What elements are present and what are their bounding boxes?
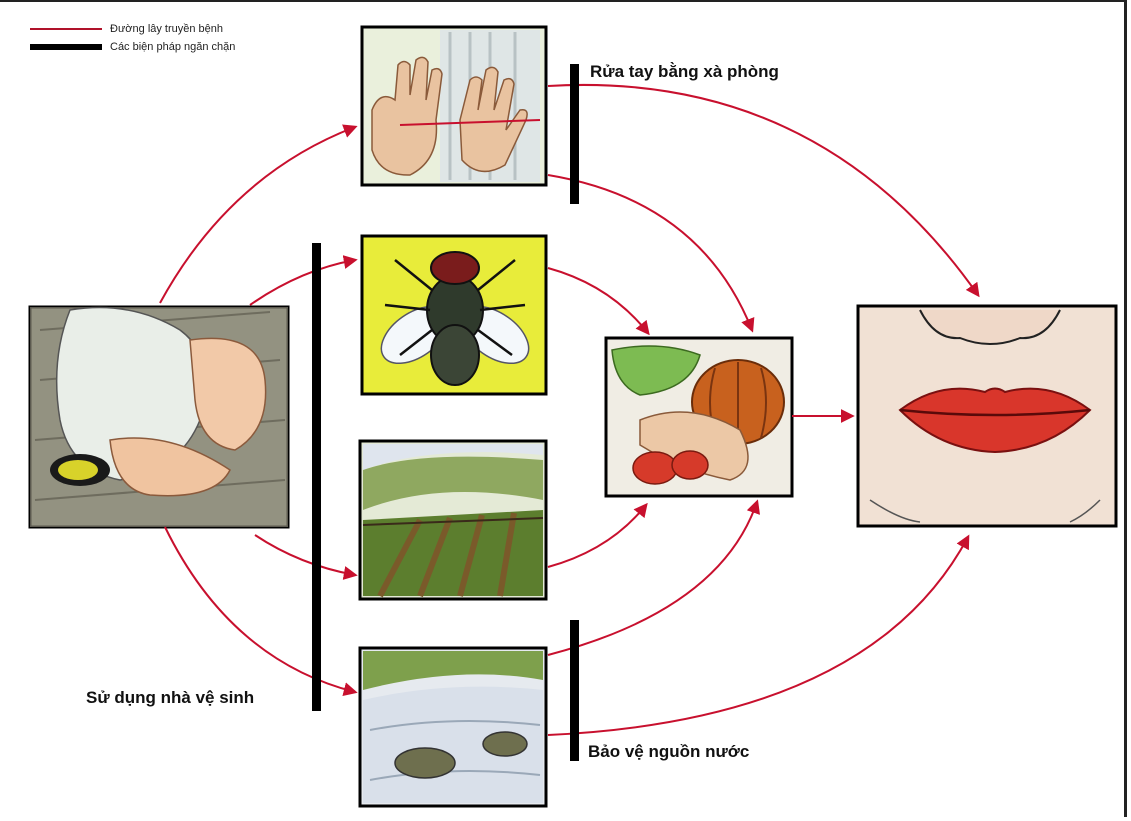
legend-prevention: Các biện pháp ngăn chặn: [30, 38, 235, 56]
mouth-icon: [858, 306, 1116, 526]
legend-prevention-label: Các biện pháp ngăn chặn: [110, 41, 235, 53]
field-icon: [360, 441, 546, 599]
barrier-water-protection: [570, 620, 579, 761]
legend-transmission-route: Đường lây truyền bệnh: [30, 20, 235, 38]
barrier-handwashing: [570, 64, 579, 204]
transmission-line-swatch: [30, 28, 102, 30]
arrow-field-to-food: [548, 505, 646, 567]
fly-icon: [362, 236, 546, 394]
arrow-source-to-fly: [250, 260, 355, 305]
label-latrine: Sử dụng nhà vệ sinh: [86, 688, 254, 708]
label-handwashing: Rửa tay bằng xà phòng: [590, 62, 779, 82]
arrow-hands-to-mouth: [548, 85, 978, 295]
arrow-fly-to-food: [548, 268, 648, 333]
legend: Đường lây truyền bệnh Các biện pháp ngăn…: [30, 20, 235, 56]
arrow-water-to-mouth: [548, 537, 968, 735]
water-icon: [360, 648, 546, 806]
feces-person-icon: [30, 307, 288, 527]
barrier-latrine: [312, 243, 321, 711]
legend-transmission-label: Đường lây truyền bệnh: [110, 23, 223, 35]
arrow-source-to-water: [165, 527, 355, 692]
arrow-water-to-food: [548, 502, 757, 655]
food-icon: [606, 338, 792, 496]
barrier-line-swatch: [30, 44, 102, 50]
label-water-protection: Bảo vệ nguồn nước: [588, 742, 749, 762]
arrow-source-to-hands: [160, 127, 355, 303]
arrow-source-to-field: [255, 535, 355, 575]
hands-icon: [362, 27, 546, 185]
